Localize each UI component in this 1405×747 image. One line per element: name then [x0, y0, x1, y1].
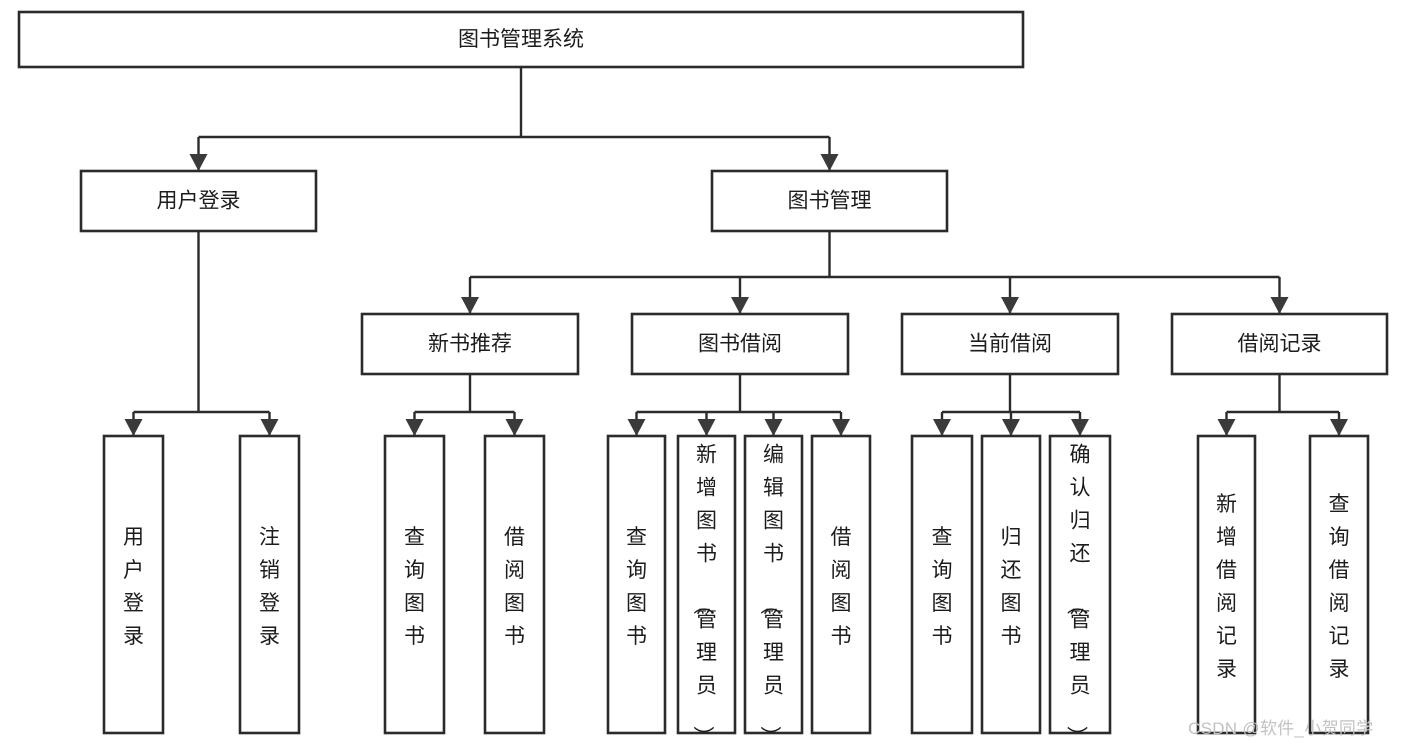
node-layer: 图书管理系统用户登录图书管理新书推荐图书借阅当前借阅借阅记录用户登录注销登录查询… [17, 10, 1389, 747]
node-label-new-book-recommend: 新书推荐 [428, 333, 512, 356]
arrow-head-icon [764, 419, 783, 436]
node-leaf-query-book-borrow[interactable]: 查询图书 [606, 434, 667, 735]
node-box-book-manage[interactable] [710, 169, 949, 233]
arrow-head-icon [405, 419, 424, 436]
arrow-head-icon [1071, 419, 1089, 436]
node-label-book-borrow: 图书借阅 [698, 333, 782, 356]
node-label-leaf-edit-book-admin: 编辑图书（管理员） [758, 444, 784, 747]
arrow-head-icon [1217, 419, 1236, 436]
node-label-leaf-add-book-admin: 新增图书（管理员） [691, 444, 717, 747]
node-leaf-edit-book-admin[interactable]: 编辑图书（管理员） [743, 434, 804, 747]
node-label-leaf-query-book-rec: 查询图书 [404, 526, 425, 648]
node-current-borrow[interactable]: 当前借阅 [900, 312, 1120, 376]
node-leaf-return-book[interactable]: 归还图书 [980, 434, 1042, 735]
node-label-leaf-user-login: 用户登录 [123, 526, 144, 648]
node-leaf-add-book-admin[interactable]: 新增图书（管理员） [676, 434, 737, 747]
node-label-leaf-borrow-book-rec: 借阅图书 [504, 526, 525, 648]
arrow-head-icon [731, 297, 749, 314]
node-leaf-query-book-rec[interactable]: 查询图书 [383, 434, 446, 735]
node-box-current-borrow[interactable] [900, 312, 1120, 376]
node-leaf-query-borrow-record[interactable]: 查询借阅记录 [1308, 434, 1370, 735]
node-leaf-borrow-book[interactable]: 借阅图书 [810, 434, 872, 735]
arrow-head-icon [1001, 297, 1019, 314]
node-box-leaf-confirm-return-admin[interactable] [1048, 434, 1112, 735]
node-box-leaf-query-book-rec[interactable] [383, 434, 446, 735]
node-box-leaf-user-logout[interactable] [238, 434, 301, 735]
node-label-leaf-query-book-borrow: 查询图书 [626, 526, 647, 648]
node-label-leaf-return-book: 归还图书 [1001, 526, 1022, 648]
node-label-user-login: 用户登录 [157, 190, 241, 213]
node-leaf-query-book-current[interactable]: 查询图书 [910, 434, 974, 735]
node-box-new-book-recommend[interactable] [360, 312, 580, 376]
node-box-user-login[interactable] [79, 169, 318, 233]
node-box-leaf-query-borrow-record[interactable] [1308, 434, 1370, 735]
arrow-head-icon [933, 419, 951, 436]
node-leaf-user-login[interactable]: 用户登录 [102, 434, 165, 735]
node-box-leaf-query-book-current[interactable] [910, 434, 974, 735]
node-box-leaf-add-borrow-record[interactable] [1196, 434, 1257, 735]
node-leaf-borrow-book-rec[interactable]: 借阅图书 [483, 434, 546, 735]
arrow-head-icon [1270, 297, 1289, 314]
node-user-login[interactable]: 用户登录 [79, 169, 318, 233]
arrow-head-icon [832, 419, 850, 436]
node-label-leaf-confirm-return-admin: 确认归还（管理员） [1065, 444, 1091, 747]
node-box-book-borrow[interactable] [630, 312, 850, 376]
node-label-leaf-query-borrow-record: 查询借阅记录 [1329, 493, 1350, 681]
node-book-manage[interactable]: 图书管理 [710, 169, 949, 233]
node-leaf-user-logout[interactable]: 注销登录 [238, 434, 301, 735]
node-label-root: 图书管理系统 [458, 28, 584, 51]
node-leaf-confirm-return-admin[interactable]: 确认归还（管理员） [1048, 434, 1112, 747]
node-box-leaf-return-book[interactable] [980, 434, 1042, 735]
node-box-leaf-query-book-borrow[interactable] [606, 434, 667, 735]
node-root[interactable]: 图书管理系统 [17, 10, 1025, 69]
arrow-head-icon [189, 154, 208, 171]
arrow-head-icon [1330, 419, 1348, 436]
node-box-leaf-user-login[interactable] [102, 434, 165, 735]
node-leaf-add-borrow-record[interactable]: 新增借阅记录 [1196, 434, 1257, 735]
arrow-head-icon [461, 297, 479, 314]
node-box-leaf-borrow-book-rec[interactable] [483, 434, 546, 735]
node-label-leaf-borrow-book: 借阅图书 [831, 526, 852, 648]
arrow-head-icon [697, 419, 716, 436]
node-book-borrow[interactable]: 图书借阅 [630, 312, 850, 376]
node-label-current-borrow: 当前借阅 [968, 333, 1052, 356]
node-label-borrow-record: 借阅记录 [1238, 333, 1322, 356]
arrow-head-icon [505, 419, 524, 436]
node-label-book-manage: 图书管理 [788, 190, 872, 213]
node-label-leaf-user-logout: 注销登录 [259, 526, 280, 648]
connector-layer [124, 67, 1348, 436]
arrow-head-icon [260, 419, 279, 436]
arrow-head-icon [124, 419, 143, 436]
arrow-head-icon [820, 154, 839, 171]
node-box-leaf-borrow-book[interactable] [810, 434, 872, 735]
node-box-leaf-edit-book-admin[interactable] [743, 434, 804, 735]
node-label-leaf-query-book-current: 查询图书 [932, 526, 953, 648]
node-box-root[interactable] [17, 10, 1025, 69]
node-borrow-record[interactable]: 借阅记录 [1170, 312, 1389, 376]
node-label-leaf-add-borrow-record: 新增借阅记录 [1216, 493, 1237, 681]
node-box-leaf-add-book-admin[interactable] [676, 434, 737, 735]
arrow-head-icon [1002, 419, 1020, 436]
arrow-head-icon [627, 419, 646, 436]
node-new-book-recommend[interactable]: 新书推荐 [360, 312, 580, 376]
node-box-borrow-record[interactable] [1170, 312, 1389, 376]
